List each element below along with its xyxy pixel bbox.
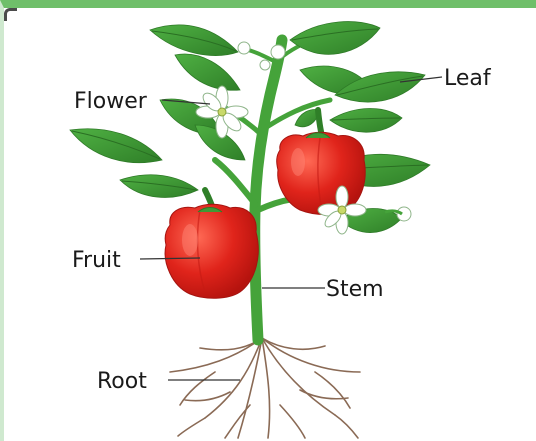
leaf-label: Leaf xyxy=(444,66,492,91)
leaf-shape xyxy=(175,54,240,90)
leaf-shape xyxy=(150,25,238,56)
fruit-left xyxy=(165,190,258,298)
root-system xyxy=(170,338,360,438)
flower-label: Flower xyxy=(74,89,148,114)
root-label: Root xyxy=(97,369,147,394)
stem-label: Stem xyxy=(326,277,384,302)
leaf-shape xyxy=(120,175,198,198)
leaf-shape xyxy=(330,108,402,132)
fruit-label: Fruit xyxy=(72,248,121,273)
